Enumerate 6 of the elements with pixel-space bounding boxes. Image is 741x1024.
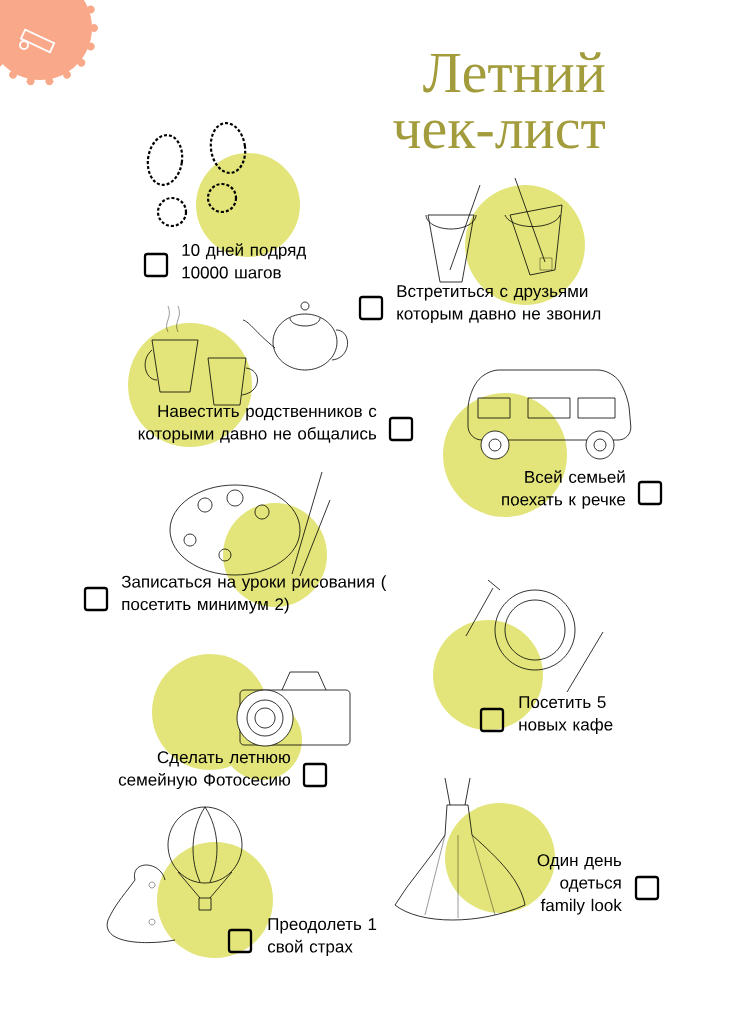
item-text: 10 дней подряд 10000 шагов [182, 243, 306, 279]
item-text: Записаться на уроки рисования ( посетить минимум 2) [121, 575, 387, 614]
item-text: Преодолеть 1 свой страх [267, 918, 377, 956]
item-text: Посетить 5 новых кафе [519, 696, 613, 734]
item-text: Один день одеться family look [537, 854, 622, 915]
title: Летний чек-лист [393, 52, 605, 149]
